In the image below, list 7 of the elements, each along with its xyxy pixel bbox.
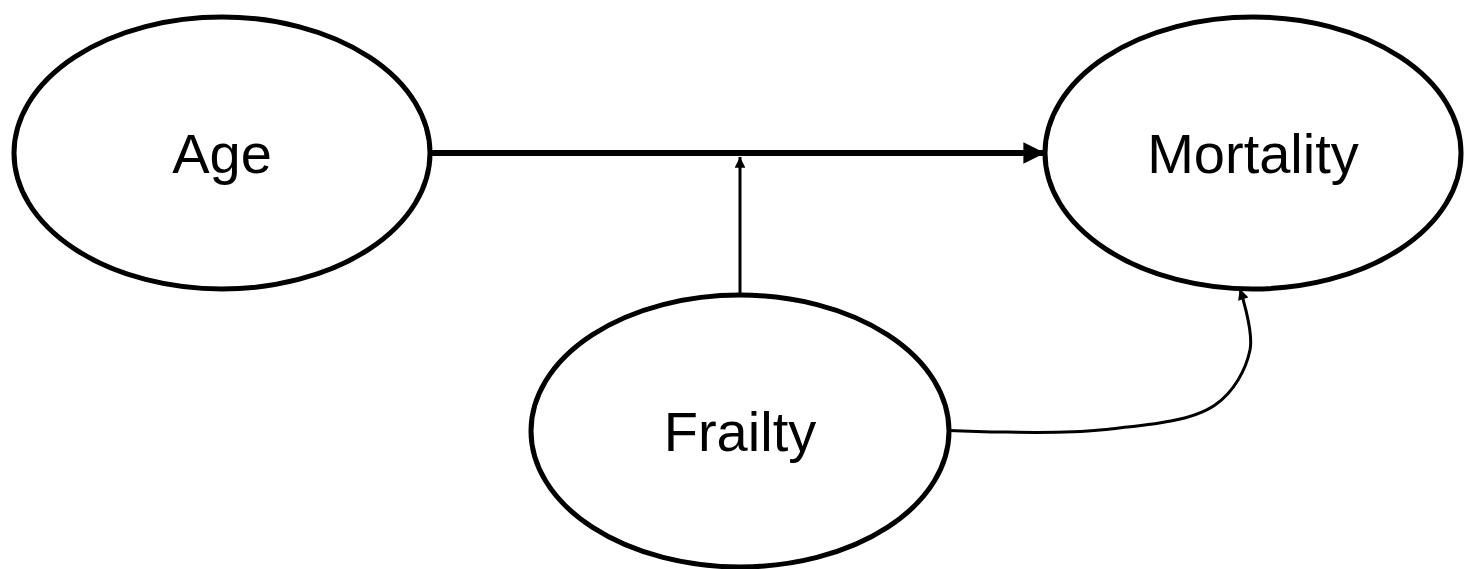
ellipse-node	[14, 17, 430, 289]
arrow	[430, 142, 1045, 164]
ellipse-node	[1045, 17, 1461, 289]
node-label: Mortality	[1147, 120, 1359, 186]
node-label: Age	[172, 120, 272, 186]
node-label: Frailty	[663, 398, 817, 464]
arrow	[734, 157, 746, 295]
